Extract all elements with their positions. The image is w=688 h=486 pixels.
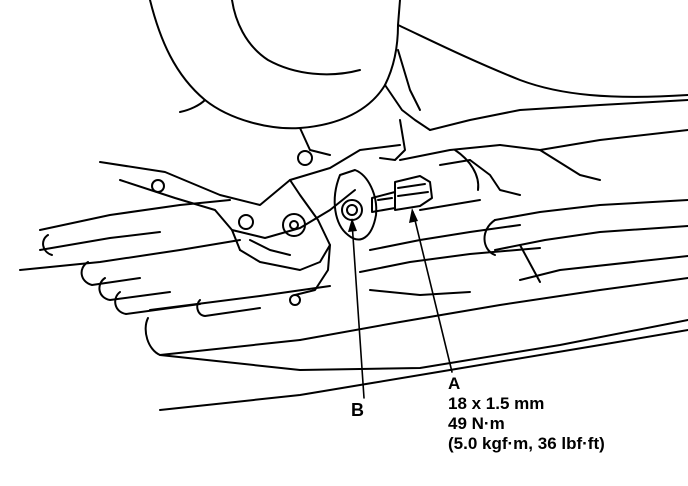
- bolt-size-spec: 18 x 1.5 mm: [448, 394, 545, 413]
- torque-spec-alt: (5.0 kgf·m, 36 lbf·ft): [448, 434, 605, 453]
- frame-rails: [19, 129, 688, 411]
- bolt-a: [371, 175, 433, 213]
- callout-b-label: B: [351, 400, 364, 420]
- transmission-housing: [149, 0, 688, 161]
- leader-lines: [348, 208, 453, 399]
- callout-a-label: A: [448, 374, 461, 393]
- mount-bracket: [99, 144, 401, 306]
- torque-spec-nm: 49 N·m: [448, 414, 505, 433]
- callout-a-block: A 18 x 1.5 mm 49 N·m (5.0 kgf·m, 36 lbf·…: [448, 374, 605, 454]
